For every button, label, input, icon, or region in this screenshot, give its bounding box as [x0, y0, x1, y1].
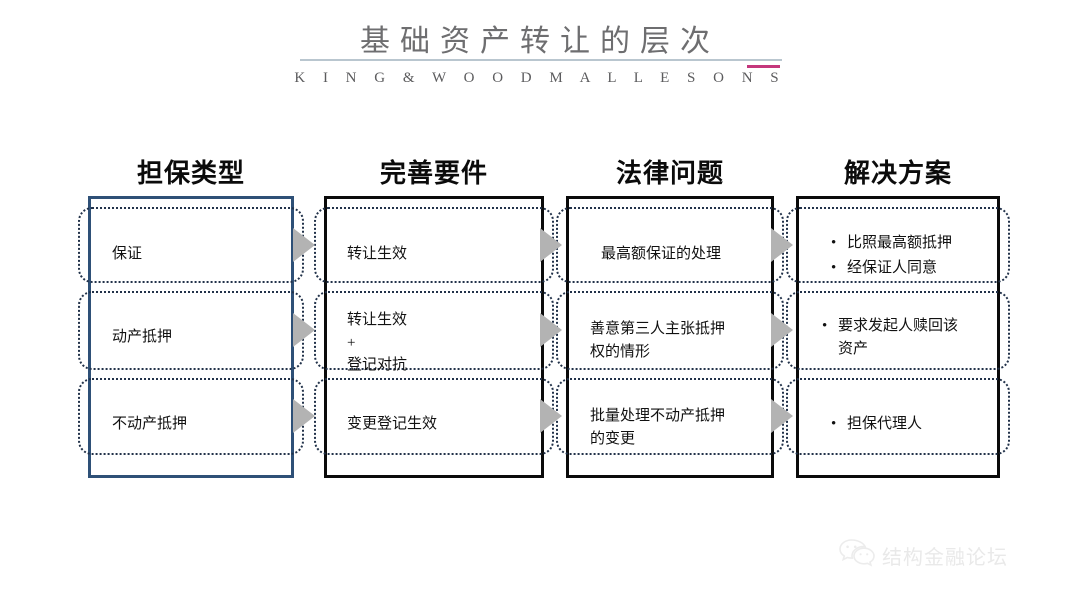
column-box-1	[88, 196, 294, 478]
list-item: 比照最高额抵押	[831, 232, 952, 255]
arrow-icon-col2-col3-row3	[540, 399, 562, 433]
list-item: 要求发起人赎回该 资产	[822, 315, 958, 360]
arrow-icon-col3-col4-row1	[771, 228, 793, 262]
cell-3-1: 不动产抵押	[112, 416, 188, 432]
list-item: 担保代理人	[831, 413, 922, 436]
watermark: 结构金融论坛	[838, 538, 1008, 573]
bullet-list-3-4: 担保代理人	[831, 413, 922, 438]
column-box-4	[796, 196, 1000, 478]
cell-2-2: 转让生效 + 登记对抗	[347, 312, 408, 373]
title-divider-accent	[747, 65, 780, 68]
cell-2-3: 善意第三人主张抵押 权的情形	[590, 321, 726, 360]
cell-3-3: 批量处理不动产抵押 的变更	[590, 408, 726, 447]
cell-1-2: 转让生效	[347, 246, 408, 262]
cell-1-3: 最高额保证的处理	[601, 246, 722, 262]
arrow-icon-col1-col2-row2	[293, 313, 315, 347]
watermark-text: 结构金融论坛	[882, 547, 1008, 569]
list-item: 经保证人同意	[831, 257, 952, 280]
page-title: 基础资产转让的层次	[360, 25, 720, 58]
wechat-icon	[838, 538, 876, 573]
cell-3-2: 变更登记生效	[347, 416, 438, 432]
arrow-icon-col3-col4-row3	[771, 399, 793, 433]
column-header-2: 完善要件	[379, 159, 488, 188]
arrow-icon-col3-col4-row2	[771, 313, 793, 347]
column-header-3: 法律问题	[615, 159, 724, 188]
column-header-4: 解决方案	[843, 159, 952, 188]
title-divider	[300, 59, 782, 61]
arrow-icon-col2-col3-row2	[540, 313, 562, 347]
firm-name: K I N G & W O O D M A L L E S O N S	[294, 70, 786, 86]
cell-1-1: 保证	[112, 246, 143, 262]
bullet-list-2-4: 要求发起人赎回该 资产	[822, 315, 958, 362]
arrow-icon-col1-col2-row1	[293, 228, 315, 262]
column-header-1: 担保类型	[136, 159, 245, 188]
cell-2-1: 动产抵押	[112, 329, 173, 345]
arrow-icon-col1-col2-row3	[293, 399, 315, 433]
arrow-icon-col2-col3-row1	[540, 228, 562, 262]
bullet-list-1-4: 比照最高额抵押 经保证人同意	[831, 232, 952, 281]
